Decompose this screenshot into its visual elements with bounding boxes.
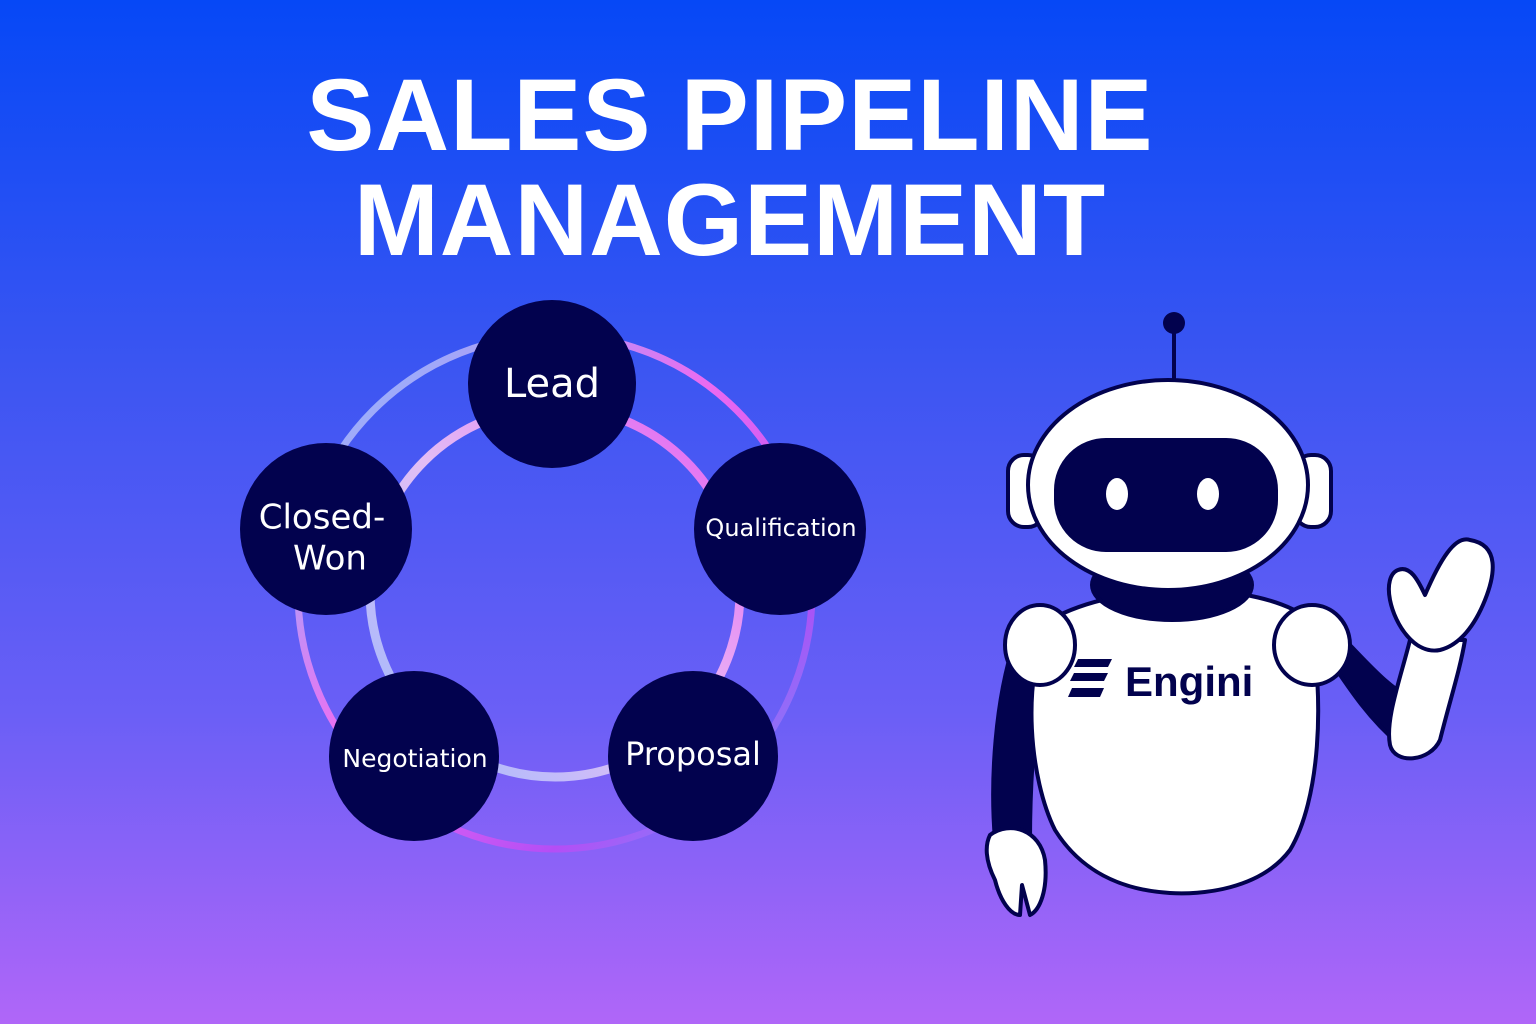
engini-logo-icon [1068,659,1112,697]
stage-label: Won [293,539,367,579]
stage-label: Closed- [259,498,385,538]
robot-visor [1054,438,1278,552]
title-line-2: MANAGEMENT [353,163,1107,277]
robot-left-eye [1106,478,1128,510]
robot-left-hand [984,826,1048,917]
robot-antenna-ball [1163,312,1185,334]
robot-right-eye [1197,478,1219,510]
robot-left-shoulder [1003,603,1077,687]
robot-right-forearm [1387,638,1467,761]
engini-logo: Engini [1068,658,1253,705]
stage-label: Qualification [705,514,856,542]
stage-label: Negotiation [342,744,487,773]
stage-label: Lead [504,361,600,407]
stage-label: Proposal [625,735,761,773]
robot-right-hand [1386,537,1495,653]
title-line-1: SALES PIPELINE [306,58,1154,172]
robot-mascot [984,312,1495,917]
stage-proposal: Proposal [608,671,778,841]
stage-closed-won: Closed- Won [240,443,412,615]
robot-right-shoulder [1272,603,1352,687]
stage-negotiation: Negotiation [329,671,499,841]
stage-lead: Lead [468,300,636,468]
stage-qualification: Qualification [694,443,866,615]
engini-brand-text: Engini [1125,658,1253,705]
